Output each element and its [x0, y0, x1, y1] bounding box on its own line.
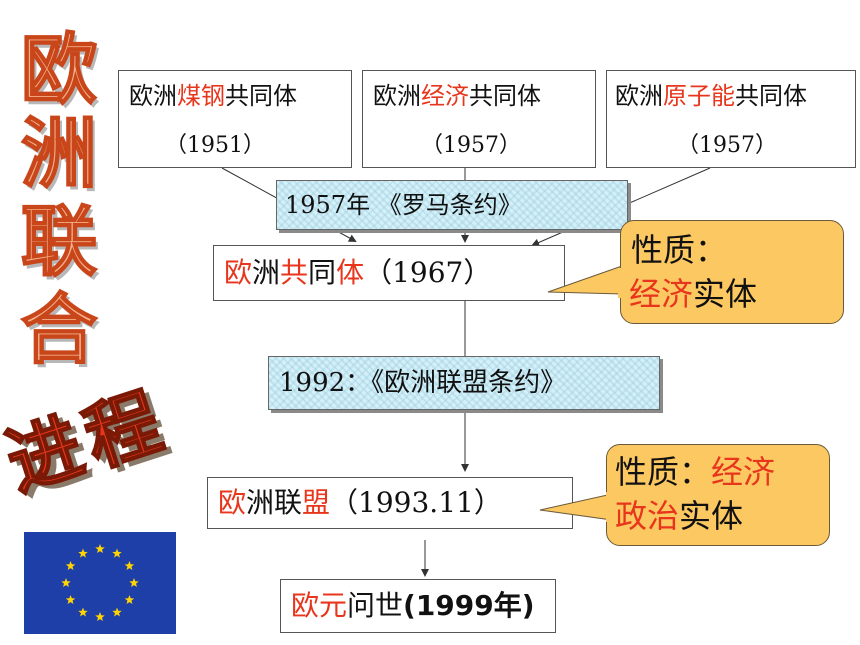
community-year: （1957） [677, 133, 777, 158]
community-box-atomic: 欧洲原子能共同体 （1957） [606, 70, 856, 168]
bubble-ec-nature: 性质： 经济实体 [620, 220, 844, 324]
name-prefix: 欧洲 [373, 82, 421, 110]
flag-star-icon [95, 544, 105, 554]
community-year: （1957） [421, 133, 521, 158]
bubble-highlight: 经济 [629, 275, 694, 313]
community-year: （1951） [165, 133, 265, 158]
euro-year: (1999年) [403, 589, 535, 622]
bubble-value: 经济实体 [629, 273, 757, 315]
flag-star-icon [78, 607, 88, 617]
eu-box: 欧洲联盟（1993.11） [207, 477, 573, 529]
ec-char: 同 [308, 256, 337, 289]
community-box-economic: 欧洲经济共同体 （1957） [362, 70, 596, 168]
ec-char: 欧 [224, 256, 253, 289]
eu-char: 洲联 [246, 486, 303, 519]
bubble-tail-cover [606, 492, 614, 522]
bubble-label: 性质： [631, 231, 728, 269]
flag-star-icon [112, 548, 122, 558]
eu-char: 盟 [302, 486, 331, 519]
bubble-label: 性质： [615, 453, 712, 491]
flag-star-icon [95, 612, 105, 622]
title-char: 联 [20, 197, 98, 286]
community-name: 欧洲原子能共同体 [615, 81, 807, 111]
ec-text: 欧洲共同体（1967） [224, 256, 491, 290]
name-suffix: 共同体 [469, 82, 541, 110]
eu-char: 欧 [218, 486, 247, 519]
bubble-rest: 实体 [679, 497, 744, 535]
flag-star-icon [61, 578, 71, 588]
title-char: 合 [20, 285, 98, 374]
name-highlight: 经济 [421, 82, 469, 110]
eu-flag-icon [24, 532, 176, 634]
name-suffix: 共同体 [735, 82, 807, 110]
treaty-maastricht-box: 1992：《欧洲联盟条约》 [268, 356, 660, 410]
euro-highlight: 欧元 [291, 589, 348, 622]
treaty-rome-box: 1957年 《罗马条约》 [276, 180, 628, 230]
flag-star-icon [129, 578, 139, 588]
bubble-tail-cover [618, 268, 626, 298]
name-prefix: 欧洲 [129, 82, 177, 110]
bubble-rest: 实体 [693, 275, 758, 313]
bubble-highlight: 政治 [615, 497, 680, 535]
bubble-line1: 性质：经济 [615, 451, 775, 493]
community-name: 欧洲经济共同体 [373, 81, 541, 111]
eu-text: 欧洲联盟（1993.11） [218, 486, 502, 520]
flag-star-icon [124, 561, 135, 571]
eu-year: （1993.11） [330, 486, 502, 519]
treaty-rome-text: 1957年 《罗马条约》 [285, 191, 522, 219]
flag-star-icon [112, 607, 122, 617]
title-char: 洲 [20, 109, 98, 198]
title-char: 欧 [20, 25, 98, 114]
flag-star-icon [124, 595, 135, 605]
euro-box: 欧元问世(1999年) [280, 579, 556, 633]
bubble-highlight: 经济 [711, 453, 776, 491]
name-prefix: 欧洲 [615, 82, 663, 110]
flag-star-icon [65, 595, 76, 605]
flag-star-icon [65, 561, 76, 571]
name-highlight: 原子能 [663, 82, 735, 110]
flag-star-icon [78, 548, 88, 558]
euro-rest: 问世 [347, 589, 404, 622]
treaty-maastricht-text: 1992：《欧洲联盟条约》 [279, 368, 567, 398]
bubble-line2: 政治实体 [615, 495, 743, 537]
community-name: 欧洲煤钢共同体 [129, 81, 297, 111]
ec-char: 体 [336, 256, 365, 289]
community-box-coal-steel: 欧洲煤钢共同体 （1951） [118, 70, 352, 168]
bubble-eu-nature: 性质：经济 政治实体 [606, 444, 830, 546]
name-suffix: 共同体 [225, 82, 297, 110]
ec-year: （1967） [364, 256, 492, 289]
euro-text: 欧元问世(1999年) [291, 589, 535, 623]
ec-char: 洲 [252, 256, 281, 289]
name-highlight: 煤钢 [177, 82, 225, 110]
ec-char: 共 [280, 256, 309, 289]
ec-box: 欧洲共同体（1967） [213, 245, 565, 301]
